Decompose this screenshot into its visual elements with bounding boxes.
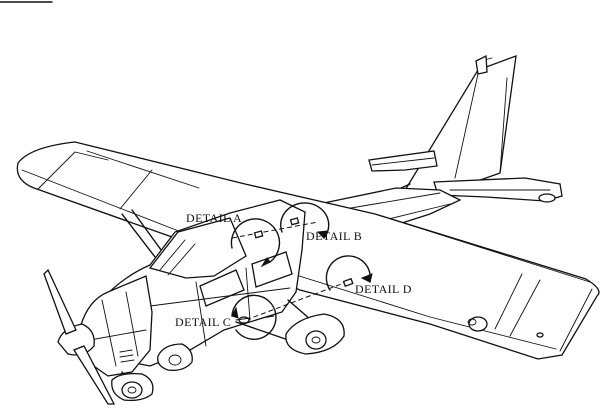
propeller-lower-blade bbox=[73, 345, 116, 405]
detail-c-marker bbox=[231, 294, 277, 340]
label-detail-a: DETAIL A bbox=[186, 211, 242, 225]
windshield bbox=[148, 217, 247, 279]
label-detail-b: DETAIL B bbox=[306, 229, 362, 243]
main-wheel-fairing-left bbox=[157, 343, 193, 371]
engine-cowling bbox=[79, 275, 153, 377]
propeller-upper-blade bbox=[43, 268, 77, 335]
label-detail-d: DETAIL D bbox=[355, 282, 412, 296]
horizontal-stabilizer-left bbox=[368, 150, 438, 172]
aircraft-drawing bbox=[16, 54, 600, 405]
wing bbox=[16, 141, 600, 360]
label-detail-c: DETAIL C bbox=[175, 315, 231, 329]
detail-c-d-reference-line bbox=[245, 279, 353, 321]
detail-a-marker bbox=[230, 218, 281, 268]
rear-side-window bbox=[251, 251, 293, 288]
fin-tip-beacon bbox=[475, 54, 488, 75]
detail-d-marker bbox=[325, 255, 373, 291]
detail-b-marker bbox=[280, 202, 330, 239]
